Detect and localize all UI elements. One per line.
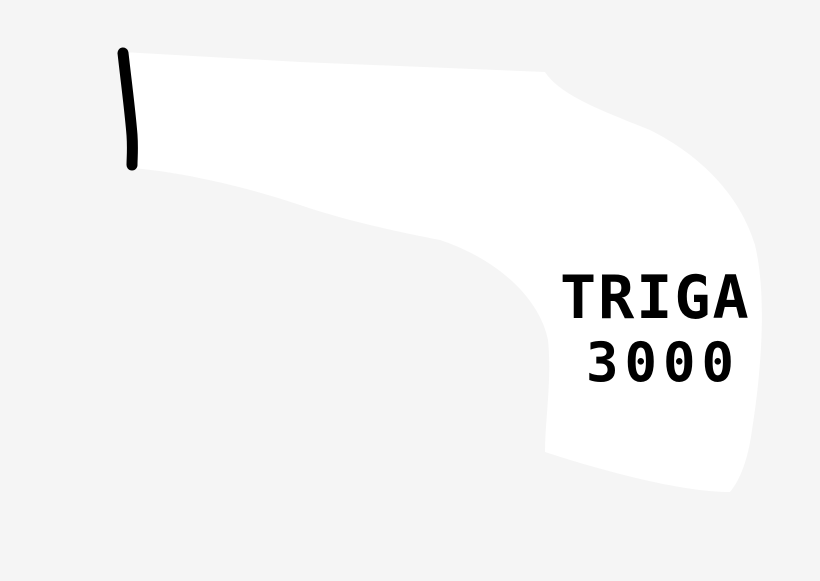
label-line-2: 3000: [586, 331, 741, 394]
muzzle-stroke: [117, 47, 138, 171]
gun-body: [122, 52, 762, 492]
label-line-1: TRIGA: [560, 263, 751, 333]
gun-label: TRIGA 3000: [560, 268, 760, 390]
